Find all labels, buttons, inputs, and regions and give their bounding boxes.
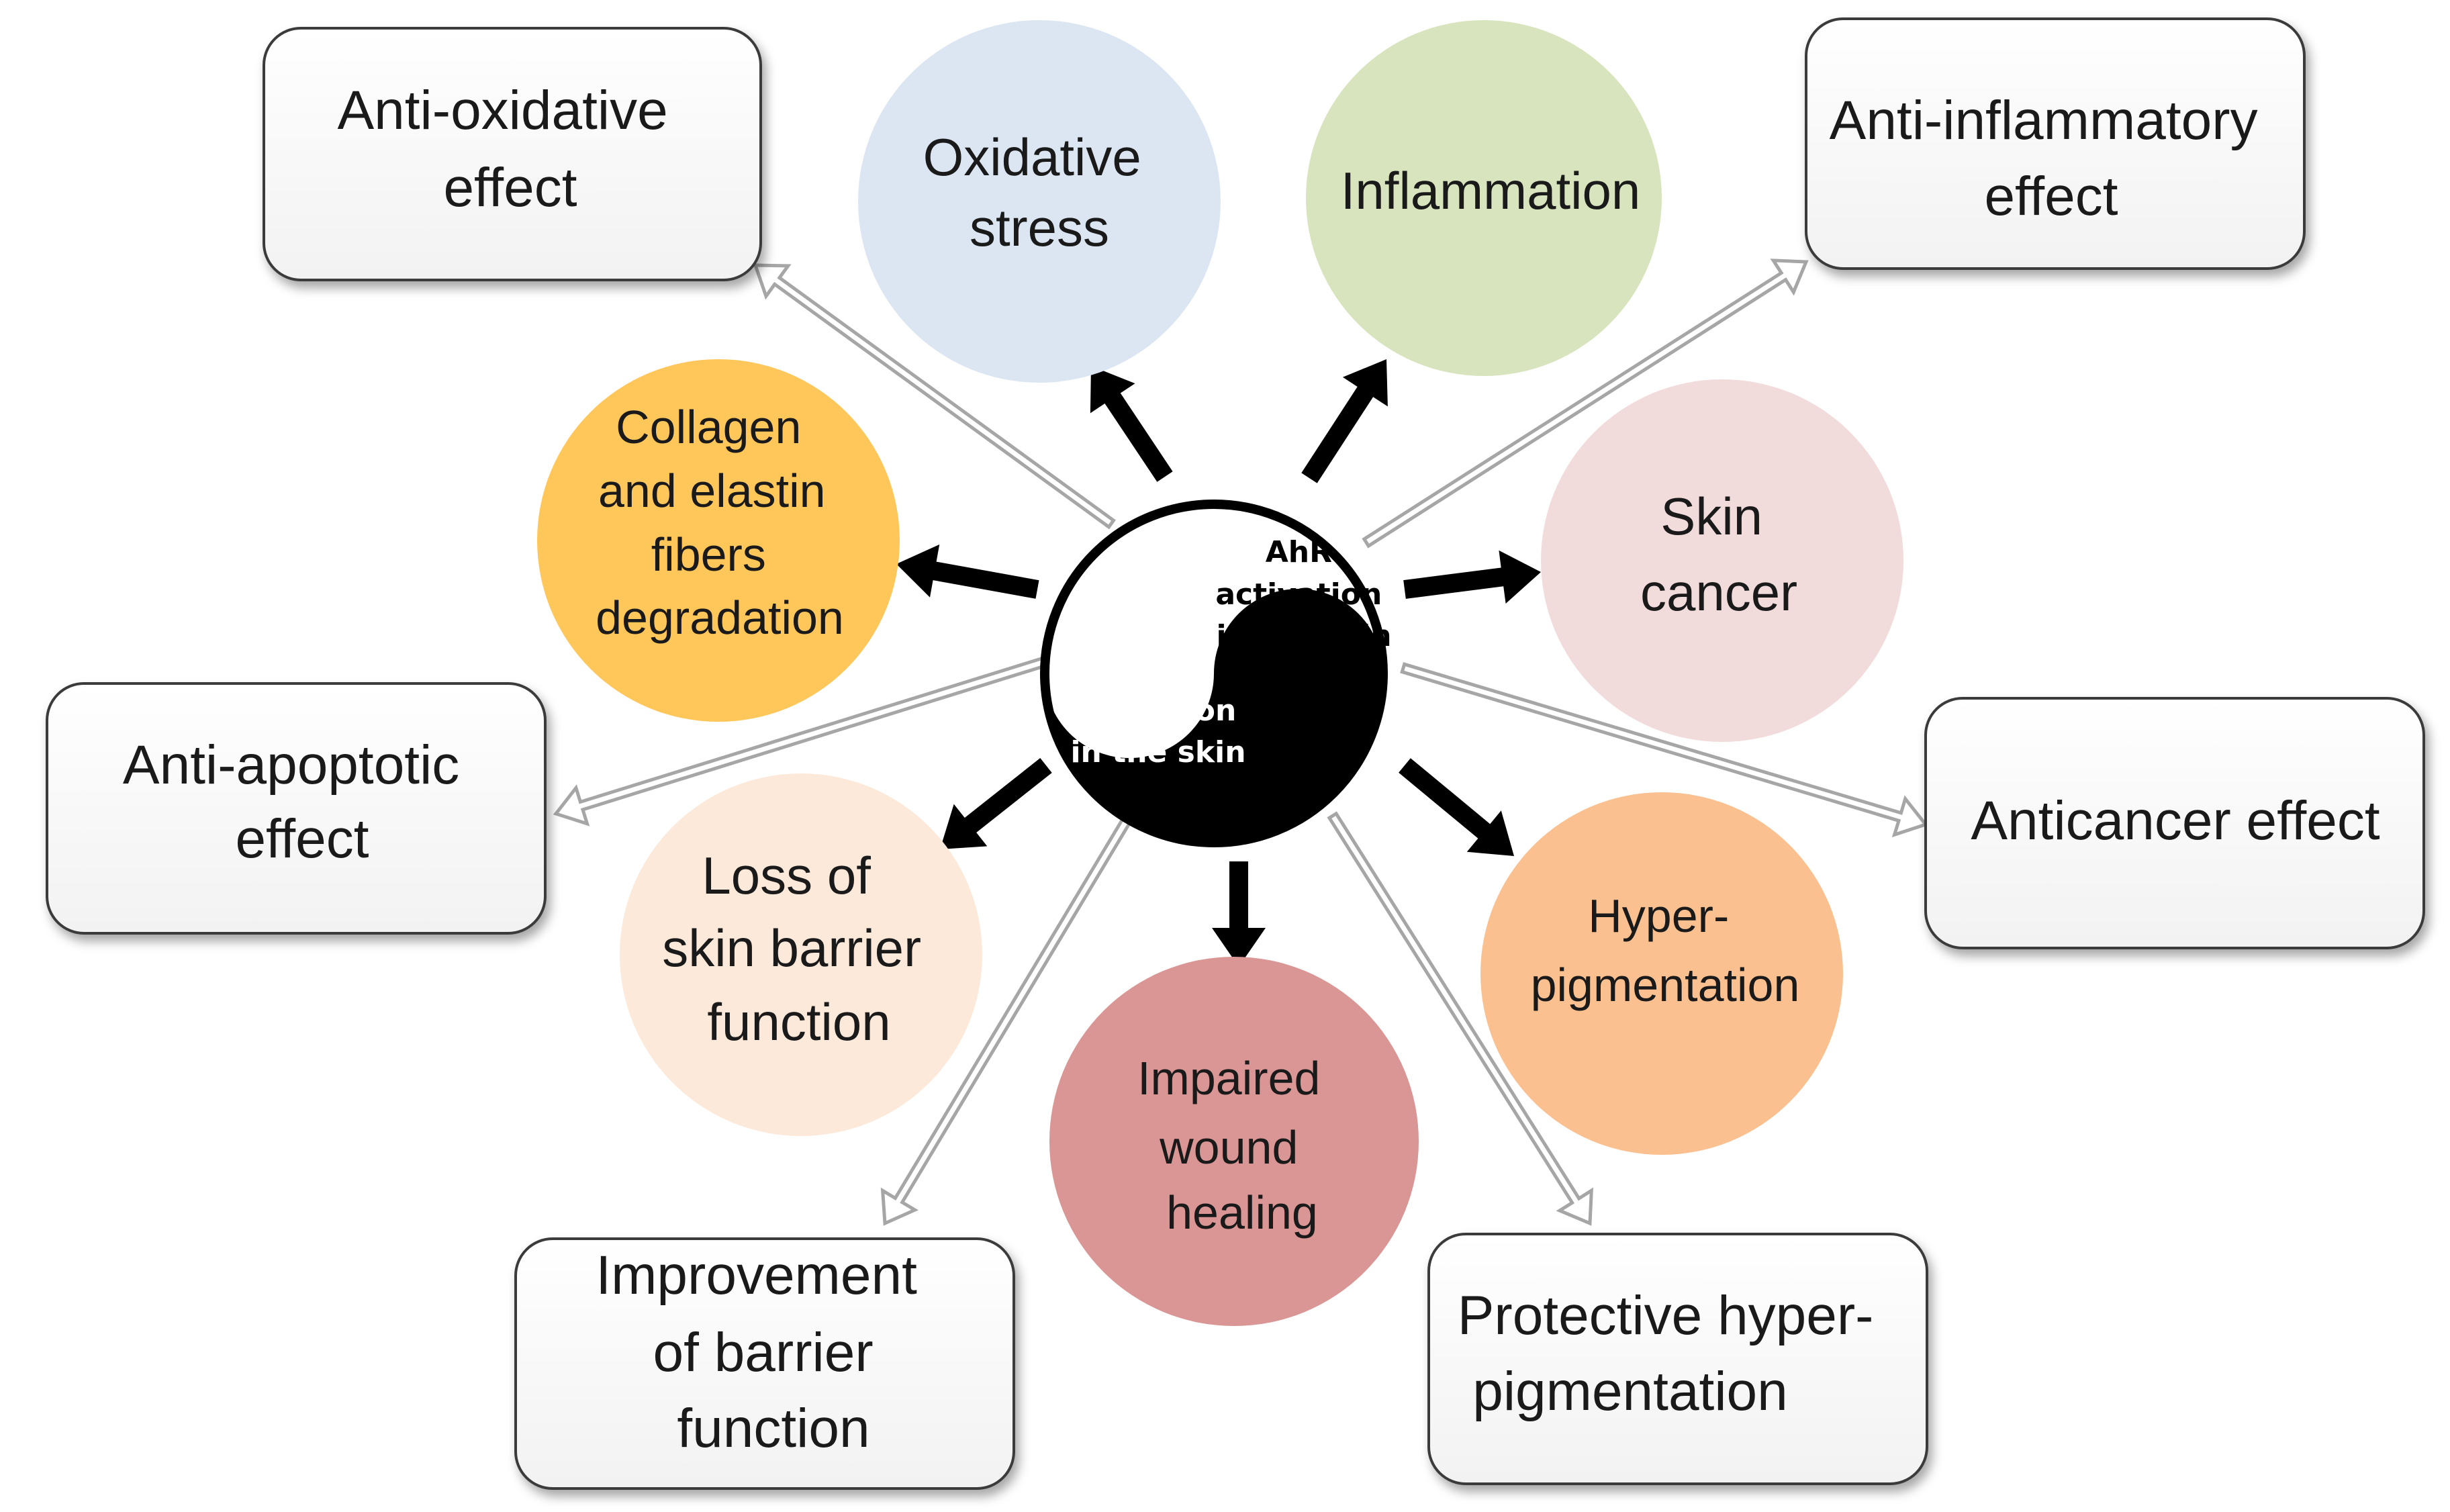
collagen-line-2: and elastin: [598, 465, 826, 517]
beneficial-arrows: [553, 258, 1929, 1226]
arrow-to-anti-inflammatory: [1362, 258, 1809, 549]
protective-hyperpigmentation-box: [1427, 1233, 1928, 1485]
svg-text:Anticancer effect: Anticancer effect: [1971, 790, 2380, 851]
skin-cancer-line-1: Skin: [1660, 487, 1762, 546]
svg-text:AhR activation in: AhR activation in the skin: [1070, 651, 1246, 769]
impaired-wound-healing-circle: [1049, 957, 1419, 1326]
svg-text:Inflammation: Inflammation: [1341, 161, 1641, 220]
center-top-label-line-2: activation: [1215, 577, 1382, 612]
svg-text:Hyper- pigmentation: Hyper- pigmentation: [1531, 890, 1800, 1011]
arrow-to-anticancer: [1400, 662, 1929, 838]
collagen-line-4: degradation: [596, 592, 844, 644]
svg-text:Loss of skin barrier: Loss of skin barrier function: [662, 846, 935, 1051]
harmful-effect-skin-cancer: Skin cancer: [1541, 379, 1903, 742]
arrow-to-protective-hyperpigmentation: [1327, 811, 1594, 1226]
collagen-line-1: Collagen: [616, 401, 801, 453]
anti-apoptotic-line-2: effect: [235, 808, 369, 869]
hyperpigmentation-line-1: Hyper-: [1588, 890, 1729, 942]
oxidative-stress-line-1: Oxidative: [923, 128, 1141, 187]
svg-text:Protective hyper- pigmen: Protective hyper- pigmentation: [1458, 1285, 1889, 1422]
anticancer-box: [1924, 697, 2425, 949]
arrow-to-improvement-barrier: [880, 811, 1135, 1226]
anticancer-line-1: Anticancer effect: [1971, 790, 2380, 851]
anti-inflammatory-line-1: Anti-inflammatory: [1830, 90, 2258, 151]
arrow-to-inflammation: [1301, 359, 1388, 483]
impaired-wound-healing-line-1: Impaired: [1137, 1052, 1320, 1104]
anti-oxidative-line-1: Anti-oxidative: [337, 80, 667, 141]
svg-text:Improvement of barrier: Improvement of barrier function: [596, 1245, 932, 1459]
harmful-arrows: [896, 359, 1541, 967]
hyperpigmentation-circle: [1480, 792, 1843, 1155]
harmful-effect-collagen-degradation: Collagen and elastin fibers degradation: [537, 359, 900, 722]
anti-oxidative-box: [263, 27, 762, 281]
arrow-to-loss-of-skin-barrier: [940, 758, 1052, 849]
harmful-effect-loss-of-skin-barrier: Loss of skin barrier function: [620, 773, 982, 1136]
oxidative-stress-circle: [858, 20, 1221, 383]
svg-text:Collagen and elastin: Collagen and elastin fibers degradation: [596, 401, 844, 644]
arrow-to-oxidative-stress: [1090, 366, 1173, 482]
svg-text:AhR activation in: AhR activation in the skin: [1215, 535, 1392, 653]
impaired-wound-healing-line-3: healing: [1166, 1186, 1318, 1239]
center-bottom-label-line-3: in the skin: [1070, 735, 1245, 769]
beneficial-effect-anti-oxidative: Anti-oxidative effect: [263, 27, 762, 281]
harmful-effect-inflammation: Inflammation: [1306, 20, 1662, 376]
center-bottom-label-line-2: activation: [1070, 694, 1236, 728]
center-bottom-label-line-1: AhR: [1120, 651, 1186, 686]
beneficial-effect-anticancer: Anticancer effect: [1924, 697, 2425, 949]
improvement-barrier-box: [514, 1237, 1015, 1490]
harmful-effect-hyperpigmentation: Hyper- pigmentation: [1480, 792, 1843, 1155]
anti-oxidative-line-2: effect: [443, 157, 577, 218]
loss-of-skin-barrier-line-2: skin barrier: [662, 918, 921, 978]
collagen-line-3: fibers: [651, 528, 766, 581]
center-top-label-line-1: AhR: [1266, 535, 1332, 569]
svg-text:Anti-apoptotic effect: Anti-apoptotic effect: [123, 735, 475, 869]
inflammation-line-1: Inflammation: [1341, 161, 1641, 220]
beneficial-effect-protective-hyperpigmentation: Protective hyper- pigmentation: [1427, 1233, 1928, 1485]
ahr-activation-center: AhR activation in the skin AhR activatio…: [1040, 500, 1392, 847]
improvement-barrier-line-2: of barrier: [653, 1322, 874, 1383]
arrow-to-collagen-degradation: [896, 545, 1039, 599]
arrow-to-hyperpigmentation: [1399, 758, 1514, 856]
arrow-to-anti-apoptotic: [553, 655, 1049, 826]
svg-text:Oxidative stress: Oxidative stress: [923, 128, 1156, 257]
yin-black-half: [1045, 589, 1383, 843]
harmful-effect-impaired-wound-healing: Impaired wound healing: [1049, 957, 1419, 1326]
anti-apoptotic-line-1: Anti-apoptotic: [123, 735, 459, 796]
loss-of-skin-barrier-line-1: Loss of: [702, 846, 871, 905]
loss-of-skin-barrier-circle: [620, 773, 982, 1136]
center-top-label-line-3: in the skin: [1216, 619, 1391, 653]
inflammation-circle: [1306, 20, 1662, 376]
anti-apoptotic-box: [46, 682, 547, 935]
arrow-to-anti-oxidative: [753, 263, 1116, 530]
hyperpigmentation-line-2: pigmentation: [1531, 959, 1800, 1011]
loss-of-skin-barrier-line-3: function: [707, 992, 890, 1051]
protective-hyperpigmentation-line-2: pigmentation: [1472, 1361, 1788, 1422]
harmful-effect-oxidative-stress: Oxidative stress: [858, 20, 1221, 383]
anti-inflammatory-line-2: effect: [1984, 166, 2118, 227]
impaired-wound-healing-line-2: wound: [1159, 1121, 1298, 1174]
improvement-barrier-line-1: Improvement: [596, 1245, 917, 1306]
beneficial-effect-anti-apoptotic: Anti-apoptotic effect: [46, 682, 547, 935]
arrow-to-impaired-wound-healing: [1212, 861, 1266, 967]
anti-inflammatory-box: [1805, 17, 2306, 270]
svg-text:Anti-oxidative effect: Anti-oxidative effect: [337, 80, 683, 218]
skin-cancer-line-2: cancer: [1640, 563, 1797, 622]
beneficial-effect-anti-inflammatory: Anti-inflammatory effect: [1805, 17, 2306, 270]
svg-text:Anti-inflammatory effect: Anti-inflammatory effect: [1830, 90, 2273, 227]
collagen-degradation-circle: [537, 359, 900, 722]
arrow-to-skin-cancer: [1403, 550, 1541, 604]
beneficial-effect-improvement-barrier: Improvement of barrier function: [514, 1237, 1015, 1490]
improvement-barrier-line-3: function: [677, 1398, 869, 1459]
oxidative-stress-line-2: stress: [970, 198, 1109, 257]
skin-cancer-circle: [1541, 379, 1903, 742]
svg-text:Skin cancer: Skin cancer: [1640, 487, 1797, 622]
protective-hyperpigmentation-line-1: Protective hyper-: [1458, 1285, 1874, 1346]
svg-text:Impaired wound hea: Impaired wound healing: [1137, 1052, 1333, 1239]
